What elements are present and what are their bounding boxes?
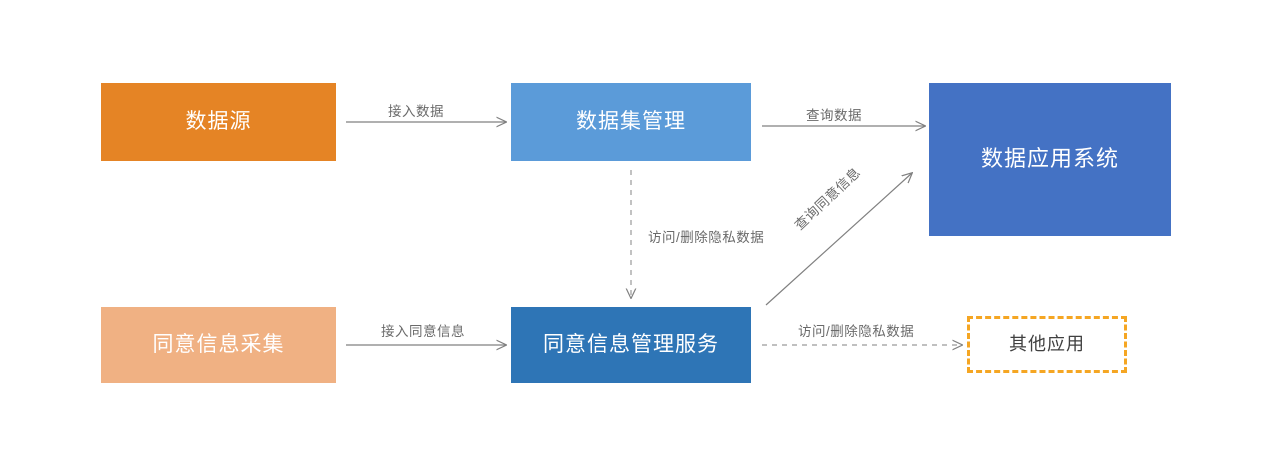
node-consent-management-service-label: 同意信息管理服务: [543, 333, 719, 357]
node-other-applications[interactable]: 其他应用: [967, 316, 1127, 373]
node-data-application-system[interactable]: 数据应用系统: [929, 83, 1171, 236]
edge-label-access-delete-private-data-bottom: 访问/删除隐私数据: [798, 324, 915, 339]
node-data-source[interactable]: 数据源: [101, 83, 336, 161]
node-consent-collection-label: 同意信息采集: [152, 333, 285, 357]
node-dataset-management-label: 数据集管理: [576, 110, 686, 134]
node-consent-management-service[interactable]: 同意信息管理服务: [511, 307, 751, 383]
node-consent-collection[interactable]: 同意信息采集: [101, 307, 336, 383]
node-other-applications-label: 其他应用: [1009, 333, 1085, 354]
edge-label-access-delete-private-data-vertical: 访问/删除隐私数据: [648, 230, 765, 245]
edge-label-query-data: 查询数据: [806, 108, 862, 123]
node-dataset-management[interactable]: 数据集管理: [511, 83, 751, 161]
node-data-application-system-label: 数据应用系统: [980, 146, 1119, 172]
edge-label-ingest-data: 接入数据: [388, 104, 444, 119]
node-data-source-label: 数据源: [185, 110, 252, 134]
edge-label-ingest-consent: 接入同意信息: [381, 324, 465, 339]
edge-label-query-consent-info: 查询同意信息: [791, 164, 864, 233]
